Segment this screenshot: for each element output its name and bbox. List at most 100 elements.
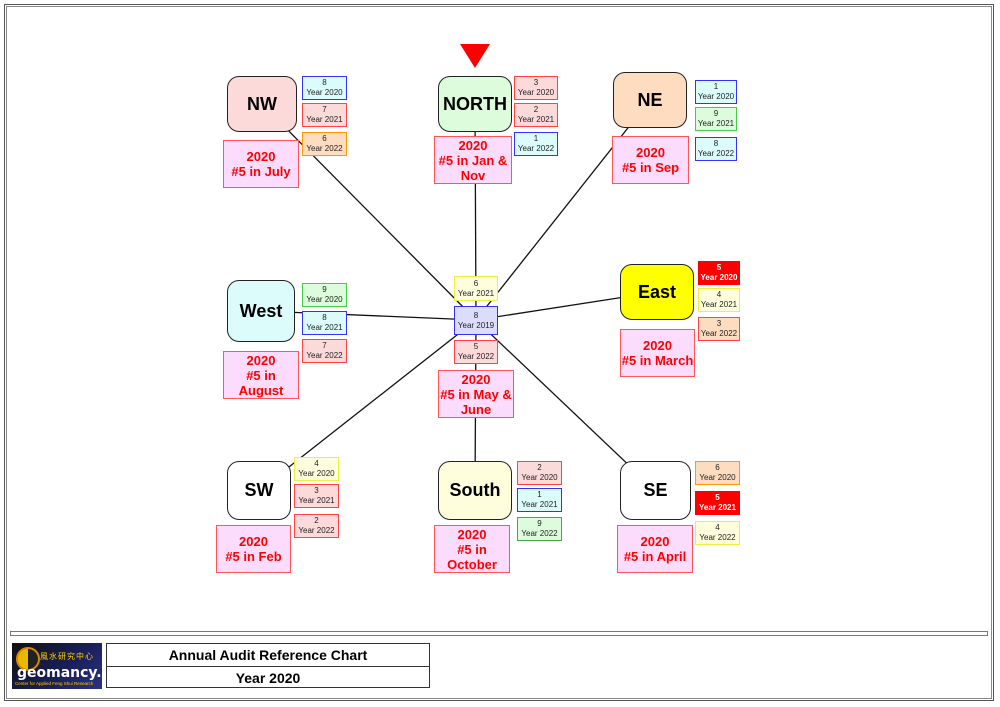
star-year: Year 2021 <box>298 496 335 505</box>
period-label-line: #5 in <box>246 367 276 383</box>
star-number: 7 <box>322 341 327 350</box>
period-label-line: #5 in May & <box>440 386 512 402</box>
sector-box-se: SE <box>620 461 691 520</box>
period-label-line: #5 in July <box>231 164 291 179</box>
star-year: Year 2022 <box>700 329 738 338</box>
logo-name: geomancy.net <box>17 665 102 681</box>
period-label-line: Nov <box>460 167 486 183</box>
period-label-line: October <box>447 556 497 572</box>
star-number: 6 <box>715 463 720 472</box>
star-year: Year 2022 <box>699 533 736 542</box>
period-label-line: 2020 <box>246 149 276 164</box>
period-label-line: 2020 <box>636 145 665 160</box>
star-number: 3 <box>716 319 722 328</box>
star-year: Year 2020 <box>306 295 343 304</box>
period-label-center: 2020#5 in May &June <box>438 370 514 418</box>
period-label-north: 2020#5 in Jan &Nov <box>434 136 512 184</box>
star-year: Year 2020 <box>298 469 335 478</box>
sector-box-west: West <box>227 280 295 342</box>
star-year: Year 2020 <box>517 88 555 97</box>
star-number: 6 <box>322 134 327 143</box>
period-label-line: 2020 <box>461 371 491 387</box>
period-label-line: 2020 <box>246 352 276 368</box>
star-number: 4 <box>314 459 319 468</box>
star-year: Year 2020 <box>697 92 735 101</box>
sector-box-nw: NW <box>227 76 297 132</box>
star-number: 9 <box>713 109 719 118</box>
star-year: Year 2021 <box>521 500 558 509</box>
star-year: Year 2021 <box>306 115 343 124</box>
period-label-line: 2020 <box>457 526 487 542</box>
star-number: 2 <box>537 463 542 472</box>
period-label-line: #5 in March <box>621 353 694 368</box>
period-label-line: 2020 <box>458 137 488 153</box>
star-year: Year 2021 <box>517 115 555 124</box>
period-label-nw: 2020#5 in July <box>223 140 299 188</box>
chart-year: Year 2020 <box>235 670 301 686</box>
sector-name: NORTH <box>443 93 507 114</box>
star-year: Year 2021 <box>306 323 343 332</box>
title-block: Annual Audit Reference Chart Year 2020 <box>106 643 430 688</box>
star-number: 3 <box>314 486 319 495</box>
yin-yang-icon <box>16 647 40 671</box>
star-year: Year 2022 <box>306 351 343 360</box>
sector-box-north: NORTH <box>438 76 512 132</box>
star-number: 8 <box>473 310 479 320</box>
sector-box-sw: SW <box>227 461 291 520</box>
star-number: 8 <box>322 313 327 322</box>
star-year: Year 2021 <box>700 300 738 309</box>
period-label-line: #5 in April <box>623 549 687 564</box>
star-year: Year 2022 <box>457 352 495 361</box>
sector-name: NE <box>637 89 663 110</box>
star-number: 6 <box>473 278 479 288</box>
star-year: Year 2020 <box>700 273 738 282</box>
period-label-line: 2020 <box>640 534 670 549</box>
sector-name: NW <box>247 93 277 114</box>
period-label-line: #5 in Jan & <box>438 152 508 168</box>
footer-divider <box>10 631 988 636</box>
sector-name: South <box>449 480 501 500</box>
sector-box-east: East <box>620 264 694 320</box>
star-number: 5 <box>716 263 722 272</box>
star-year: Year 2020 <box>306 88 343 97</box>
star-year: Year 2021 <box>699 503 736 512</box>
period-label-line: #5 in Sep <box>621 160 680 175</box>
period-label-line: #5 in <box>457 541 487 557</box>
star-number: 1 <box>537 490 542 499</box>
page-frame <box>4 4 994 701</box>
star-year: Year 2020 <box>699 473 736 482</box>
sector-name: SE <box>643 480 668 500</box>
star-year: Year 2021 <box>457 288 495 298</box>
geomancy-logo: 風水研究中心 geomancy.net Center for Applied F… <box>12 643 102 689</box>
star-year: Year 2020 <box>521 473 558 482</box>
period-label-ne: 2020#5 in Sep <box>612 136 689 184</box>
star-number: 4 <box>716 290 722 299</box>
sector-name: East <box>637 281 677 302</box>
star-year: Year 2021 <box>697 119 735 128</box>
sector-name: West <box>239 300 283 321</box>
star-number: 2 <box>314 516 319 525</box>
star-number: 7 <box>322 105 327 114</box>
chart-title: Annual Audit Reference Chart <box>107 644 429 667</box>
connector-line-west <box>260 310 477 321</box>
star-number: 5 <box>715 493 720 502</box>
period-label-line: 2020 <box>643 338 672 353</box>
logo-chinese-text: 風水研究中心 <box>40 652 94 661</box>
